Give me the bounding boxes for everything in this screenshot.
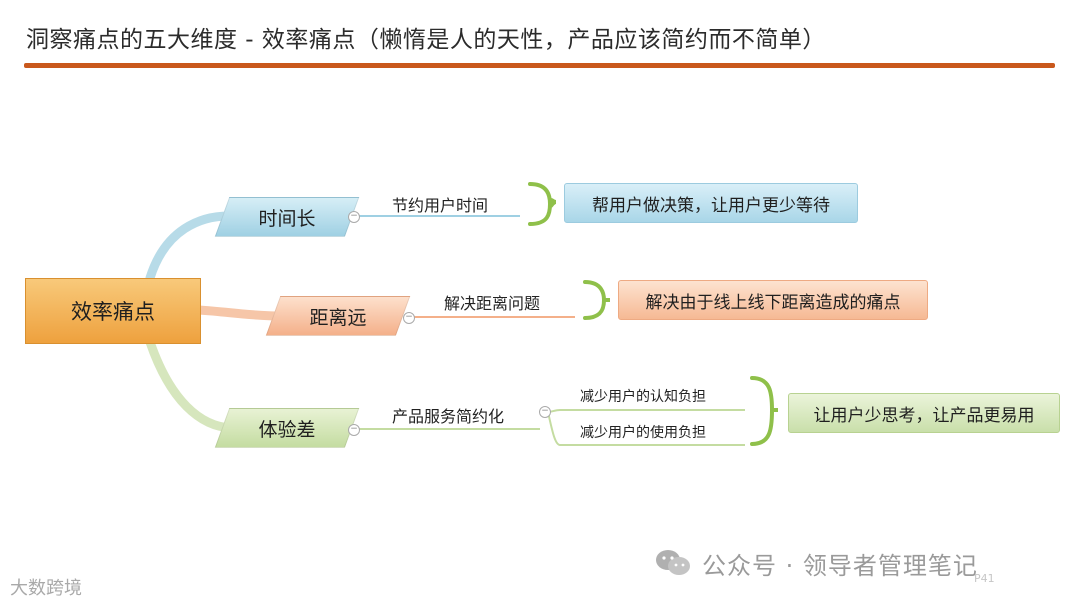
branch-label: 距离远 [309, 306, 367, 329]
sub-label: 解决距离问题 [444, 294, 541, 313]
collapse-icon[interactable]: − [403, 312, 415, 324]
connector-experience-detail-1 [547, 409, 745, 413]
branch-label: 体验差 [258, 418, 316, 441]
branch-node-distance: 距离远 [265, 296, 411, 336]
watermark-brand: 大数跨境 [10, 578, 82, 599]
collapse-icon[interactable]: − [539, 406, 551, 418]
detail-label: 减少用户的认知负担 [580, 389, 706, 405]
collapse-icon[interactable]: − [348, 211, 360, 223]
wechat-icon [656, 550, 690, 575]
branch-label: 时间长 [258, 207, 316, 230]
title-divider [24, 63, 1055, 68]
connector-root-experience [145, 337, 237, 433]
page-title: 洞察痛点的五大维度 - 效率痛点（懒惰是人的天性，产品应该简约而不简单） [26, 27, 826, 53]
page-number: P41 [974, 572, 995, 585]
detail-label: 减少用户的使用负担 [580, 425, 706, 441]
connector-root-distance [194, 305, 287, 321]
bracket-distance [583, 280, 610, 320]
sub-label: 产品服务简约化 [392, 407, 505, 426]
result-node-experience: 让用户少思考，让产品更易用 [788, 393, 1060, 433]
result-node-time: 帮用户做决策，让用户更少等待 [564, 183, 858, 223]
root-node: 效率痛点 [25, 278, 201, 344]
branch-node-time: 时间长 [214, 197, 360, 237]
watermark-text: 公众号 · 领导者管理笔记 [702, 552, 978, 580]
branch-node-experience: 体验差 [214, 408, 360, 448]
connector-experience-detail-2 [547, 411, 745, 446]
bracket-time [528, 182, 557, 226]
bracket-experience [750, 376, 778, 446]
result-node-distance: 解决由于线上线下距离造成的痛点 [618, 280, 928, 320]
collapse-icon[interactable]: − [348, 424, 360, 436]
sub-label: 节约用户时间 [392, 196, 489, 215]
